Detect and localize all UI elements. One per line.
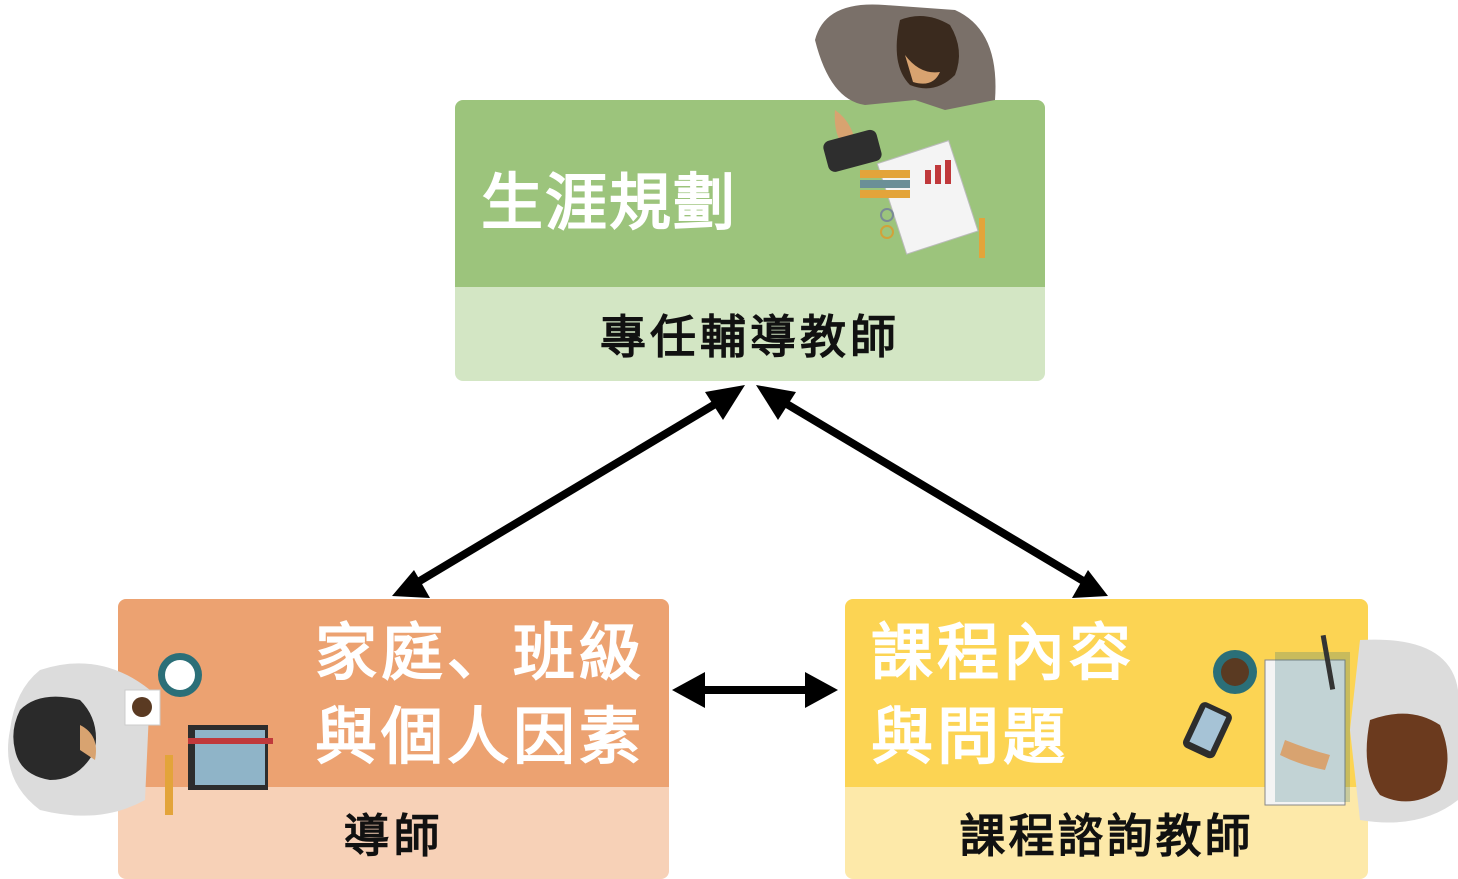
node-family-role: 導師 [118, 787, 669, 879]
person-with-coffee-illustration [8, 653, 273, 816]
arrow-career-family [415, 396, 725, 586]
node-career-title: 生涯規劃 [481, 166, 738, 239]
node-career-planning: 生涯規劃 專任輔導教師 [455, 100, 1045, 381]
person-with-phone-illustration [815, 4, 996, 258]
arrow-career-course [777, 396, 1088, 586]
node-course-role: 課程諮詢教師 [845, 787, 1368, 879]
node-career-role: 專任輔導教師 [455, 287, 1045, 381]
node-family-title: 家庭、班級 與個人因素 [314, 616, 645, 773]
node-course-title: 課程內容 與問題 [871, 616, 1136, 773]
person-with-notebook-illustration [1183, 634, 1458, 823]
